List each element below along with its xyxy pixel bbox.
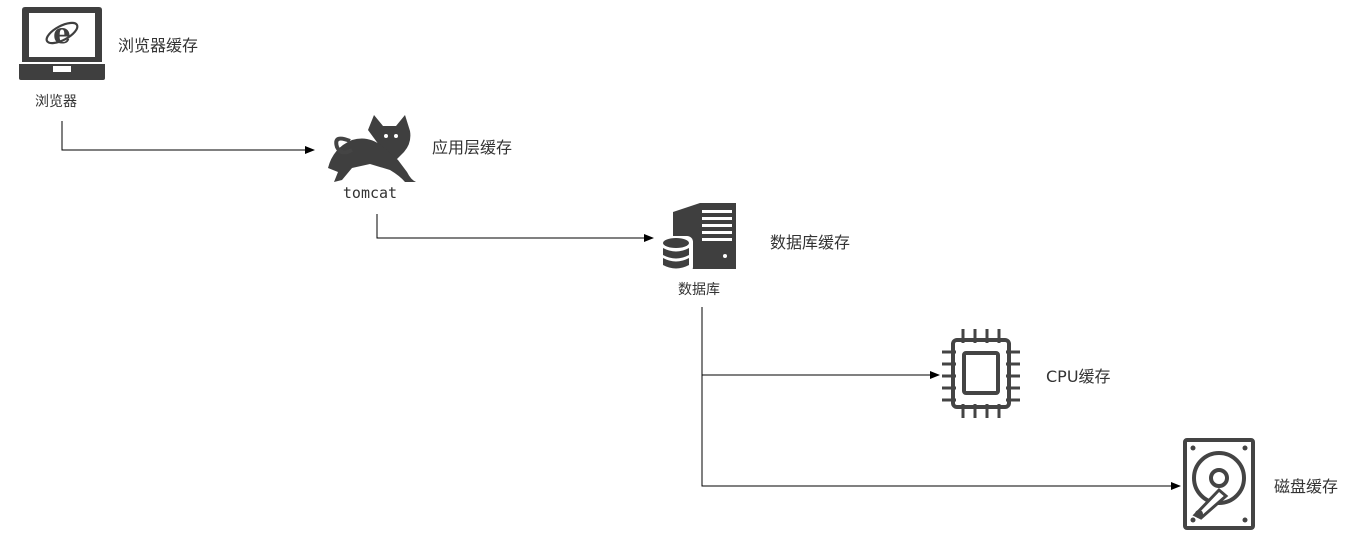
tomcat-caption: tomcat [343,184,397,202]
database-to-disk-arrow [701,375,1181,490]
disk-node: 磁盘缓存 [1183,438,1338,530]
hard-disk-icon [1183,438,1255,530]
laptop-ie-icon: e [19,7,105,80]
cpu-cache-label: CPU缓存 [1046,367,1111,386]
browser-to-tomcat-arrow [61,121,315,154]
browser-caption: 浏览器 [35,94,77,110]
database-to-cpu-arrow [701,307,940,379]
connectors [61,121,1181,490]
disk-cache-label: 磁盘缓存 [1274,477,1338,496]
app-cache-label: 应用层缓存 [432,138,512,157]
tomcat-node: tomcat 应用层缓存 [328,115,512,202]
database-node: 数据库 数据库缓存 [660,203,850,298]
server-database-icon [660,203,736,273]
browser-node: e 浏览器 浏览器缓存 [19,7,198,110]
cpu-node: CPU缓存 [942,329,1111,418]
ie-logo-icon: e [45,17,79,50]
database-cache-label: 数据库缓存 [770,233,850,252]
database-caption: 数据库 [678,282,720,298]
svg-text:e: e [53,17,71,50]
tomcat-cat-icon [328,115,416,182]
browser-cache-label: 浏览器缓存 [118,36,198,55]
tomcat-to-database-arrow [376,214,654,242]
cpu-chip-icon [942,329,1020,418]
